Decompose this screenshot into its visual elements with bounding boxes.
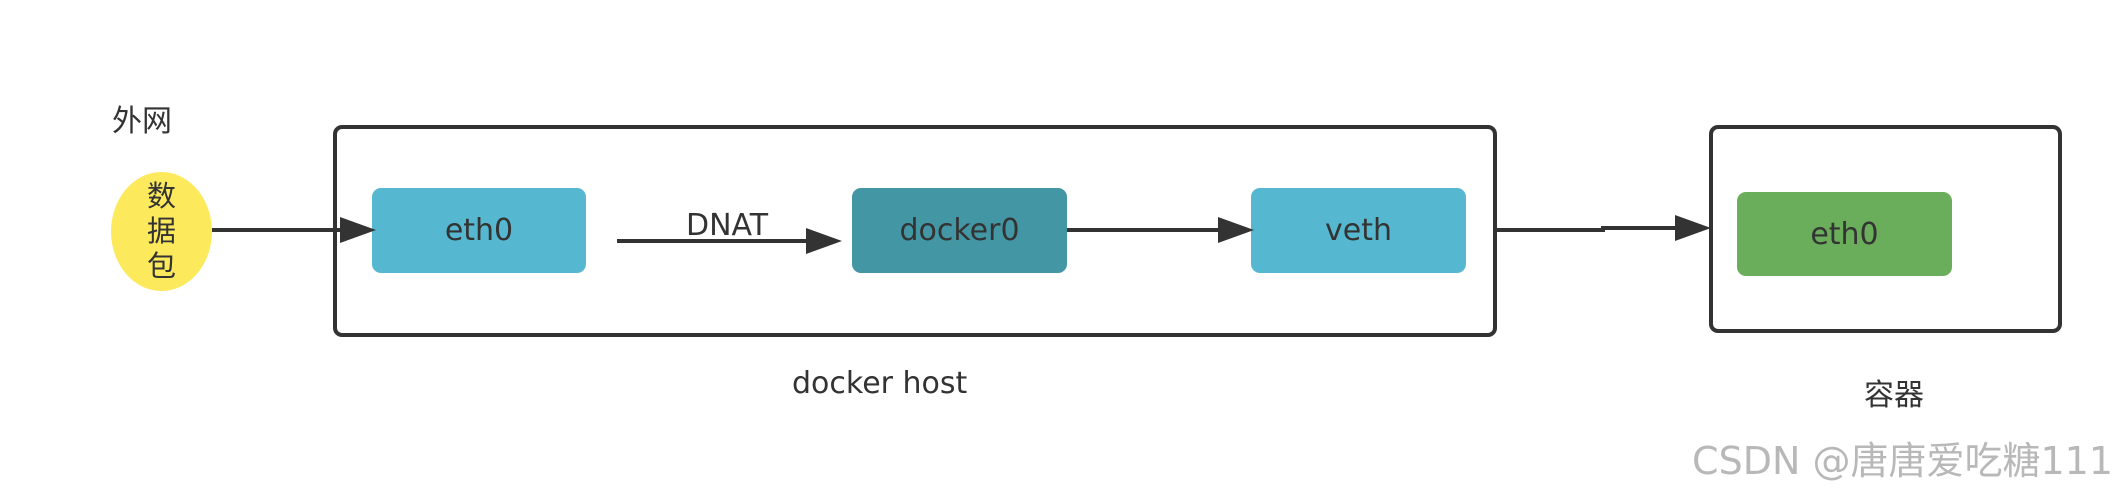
container-frame	[1709, 125, 2062, 333]
eth0-to-docker0-arrow	[617, 228, 842, 254]
veth-label: veth	[1325, 213, 1392, 248]
packet-to-eth0-arrow	[212, 217, 376, 243]
host-eth0-label: eth0	[444, 213, 514, 248]
docker-host-label: docker host	[792, 366, 968, 401]
external-network-label: 外网	[112, 104, 172, 139]
data-packet-node: 数 据 包	[111, 172, 212, 291]
packet-char-2: 据	[146, 214, 176, 248]
docker0-node: docker0	[852, 188, 1067, 273]
dnat-edge-label: DNAT	[686, 208, 769, 243]
veth-to-container-eth0-arrow	[1497, 215, 1711, 241]
docker0-label: docker0	[899, 213, 1020, 248]
container-eth0-node: eth0	[1737, 192, 1952, 276]
docker0-to-veth-arrow	[1067, 217, 1254, 243]
packet-char-1: 数	[146, 179, 176, 213]
packet-char-3: 包	[146, 249, 176, 283]
watermark: CSDN @唐唐爱吃糖111	[1692, 439, 2113, 483]
host-eth0-node: eth0	[372, 188, 586, 273]
container-label: 容器	[1864, 378, 1924, 413]
container-eth0-label: eth0	[1810, 216, 1879, 252]
veth-node: veth	[1251, 188, 1466, 273]
